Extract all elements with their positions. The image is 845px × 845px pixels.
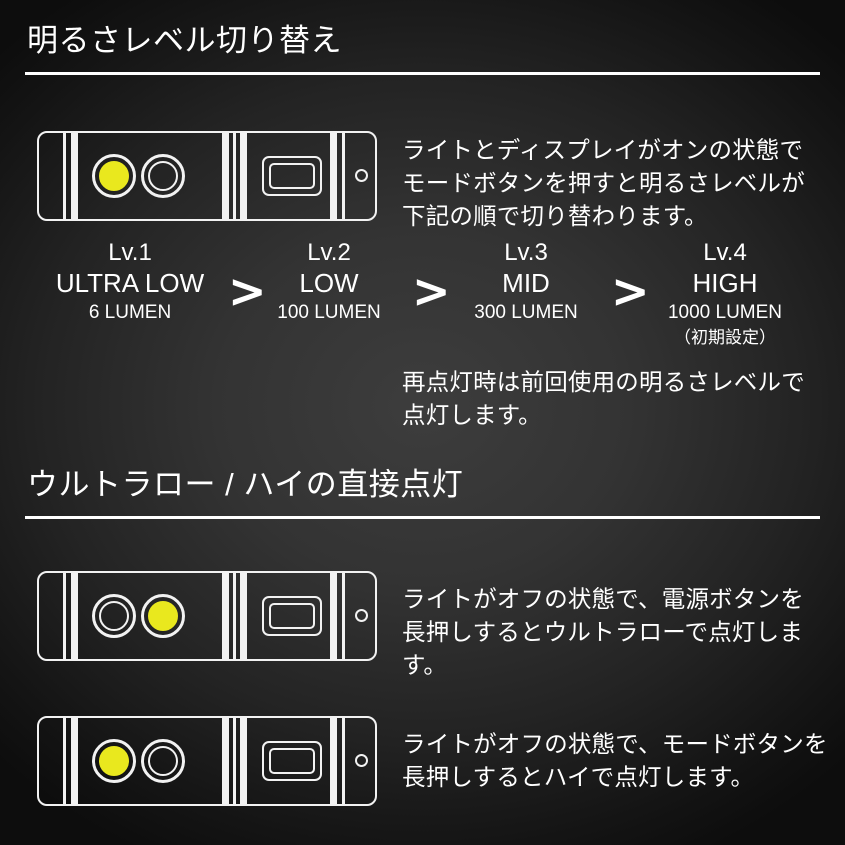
device-lens-dot-icon [355,609,368,622]
level-4-name: HIGH [692,268,758,298]
device-lens-dot-icon [355,169,368,182]
power-button-core [148,161,178,191]
level-3-number: Lv.3 [504,239,548,266]
high-description-text: ライトがオフの状態で、モードボタンを 長押しするとハイで点灯します。 [402,731,828,790]
device-body-outline [37,716,377,806]
brightness-description-text: ライトとディスプレイがオンの状態で モードボタンを押すと明るさレベルが 下記の順… [402,137,805,229]
device-illustration-mode-button [37,131,377,221]
level-3-name: MID [502,268,550,298]
device-body-outline [37,131,377,221]
device-band-7 [342,573,345,659]
brightness-level-sequence: Lv.1 ULTRA LOW 6 LUMEN > Lv.2 LOW 100 LU… [0,238,845,353]
level-4-default-note: （初期設定） [674,328,776,347]
chevron-right-icon-2: > [412,264,451,318]
level-4-lumen: 1000 LUMEN [667,302,783,323]
device-band-2 [71,573,78,659]
section-divider-brightness [25,72,820,75]
device-band-5 [240,133,247,219]
device-display-inner [269,603,315,629]
ultra-low-description-text: ライトがオフの状態で、電源ボタンを 長押しするとウルトラローで点灯します。 [402,586,804,678]
device-band-1 [63,573,66,659]
mode-button-highlighted-icon [92,154,136,198]
device-body-outline [37,571,377,661]
device-display-inner [269,163,315,189]
power-button-highlighted-icon [141,594,185,638]
device-band-1 [63,718,66,804]
section-title-brightness: 明るさレベル切り替え [27,23,342,58]
device-band-4 [233,573,236,659]
device-illustration-mode-button-hold [37,716,377,806]
device-band-3 [222,573,229,659]
level-1-name: ULTRA LOW [55,268,205,298]
power-button-core [148,746,178,776]
section-title-direct-activation: ウルトラロー / ハイの直接点灯 [27,467,464,502]
device-band-4 [233,133,236,219]
level-item-3: Lv.3 MID 300 LUMEN [426,238,626,327]
device-band-1 [63,133,66,219]
mode-button-highlighted-icon [92,739,136,783]
brightness-memory-note-text: 再点灯時は前回使用の明るさレベルで 点灯します。 [402,369,805,428]
level-2-name: LOW [299,268,359,298]
mode-button-core [99,746,129,776]
device-band-2 [71,718,78,804]
mode-button-core [99,161,129,191]
device-illustration-power-button [37,571,377,661]
device-lens-dot-icon [355,754,368,767]
device-band-3 [222,718,229,804]
power-button-core [148,601,178,631]
power-button-icon [141,154,185,198]
device-band-5 [240,718,247,804]
device-display-inner [269,748,315,774]
level-1-number: Lv.1 [108,239,152,266]
device-display-icon [262,156,322,196]
mode-button-core [99,601,129,631]
level-item-1: Lv.1 ULTRA LOW 6 LUMEN [30,238,230,327]
chevron-right-icon-3: > [611,264,650,318]
section-divider-direct-activation [25,516,820,519]
device-band-6 [330,718,337,804]
device-band-2 [71,133,78,219]
level-2-lumen: 100 LUMEN [277,302,381,323]
power-button-icon [141,739,185,783]
level-3-lumen: 300 LUMEN [474,302,578,323]
level-item-4: Lv.4 HIGH 1000 LUMEN （初期設定） [625,238,825,348]
device-band-6 [330,133,337,219]
device-band-6 [330,573,337,659]
device-band-5 [240,573,247,659]
device-band-7 [342,718,345,804]
device-display-icon [262,741,322,781]
level-item-2: Lv.2 LOW 100 LUMEN [229,238,429,327]
device-band-4 [233,718,236,804]
device-band-7 [342,133,345,219]
level-1-lumen: 6 LUMEN [88,302,172,323]
device-display-icon [262,596,322,636]
mode-button-icon [92,594,136,638]
level-2-number: Lv.2 [307,239,351,266]
device-band-3 [222,133,229,219]
level-4-number: Lv.4 [703,239,747,266]
chevron-right-icon-1: > [228,264,267,318]
